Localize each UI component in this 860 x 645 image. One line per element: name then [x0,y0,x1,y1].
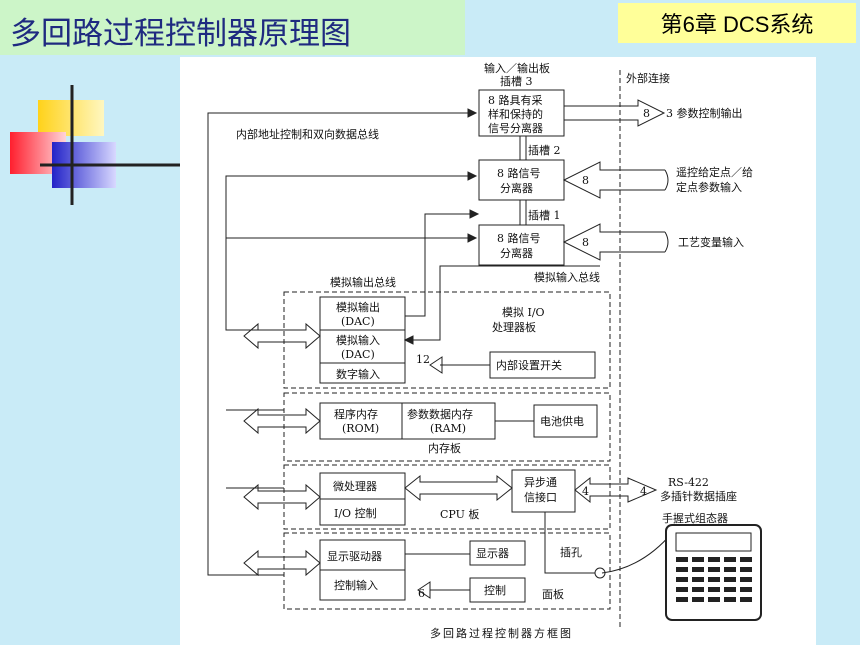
sig1-line1: 8 路信号 [497,232,541,245]
sample-hold-line1: 8 路具有采 [488,93,543,107]
rom-1: 程序内存 [334,407,378,421]
async-2: 信接口 [524,491,557,504]
handheld-configurator-icon [601,524,762,621]
display: 显示器 [476,547,509,560]
in-label-mid-2: 定点参数输入 [676,180,742,194]
rom-2: (ROM) [342,422,379,435]
signal-separator-1-box [478,224,565,266]
sample-hold-box [478,89,565,137]
output-arrow-top [564,99,666,127]
dac-out-2: (DAC) [341,315,375,328]
slot3-label: 插槽 3 [500,74,533,88]
io-control: I/O 控制 [334,506,377,520]
decorative-squares-icon [10,85,190,205]
out-label-top: 3 参数控制输出 [666,106,743,120]
dac-out-1: 模拟输出 [336,300,380,314]
display-driver: 显示驱动器 [327,550,382,563]
in-num-mid: 8 [582,174,589,187]
slot2-label: 插槽 2 [528,143,561,157]
in-num-low: 8 [582,236,589,249]
cpu-board-label: CPU 板 [440,507,479,521]
sig1-line2: 分离器 [500,246,533,260]
analog-out-bus-label: 模拟输出总线 [330,275,396,289]
internal-bus-label: 内部地址控制和双向数据总线 [236,127,379,141]
input-arrow-low [562,223,665,261]
out-num-top: 8 [643,107,650,120]
dac-in-2: (DAC) [341,348,375,361]
panel-label: 面板 [542,587,564,601]
digital-in: 数字输入 [336,367,380,381]
dac-in-1: 模拟输入 [336,333,380,347]
control: 控制 [484,583,506,597]
chapter-badge: 第6章 DCS系统 [618,3,856,43]
panel-board [283,532,611,610]
control-input: 控制输入 [334,578,378,592]
battery: 电池供电 [540,414,584,428]
io-board-1: 模拟 I/O [502,305,545,319]
sig2-line1: 8 路信号 [497,167,541,180]
mem-board-label: 内存板 [428,441,461,455]
microprocessor: 微处理器 [333,479,377,493]
slot3-header: 输入／输出板 [484,61,550,75]
input-arrow-mid [562,161,665,199]
analog-in-bus-label: 模拟输入总线 [534,270,600,284]
num-4a: 4 [582,485,589,498]
io-board-2: 处理器板 [492,320,536,334]
slot1-label: 插槽 1 [528,208,561,222]
async-1: 异步通 [524,476,557,489]
diagram-figure: 输入／输出板 插槽 3 插槽 2 插槽 1 外部连接 8 路具有采 样和保持的 … [180,57,816,645]
figure-caption: 多回路过程控制器方框图 [430,626,573,640]
rs422-desc: 多插针数据插座 [660,489,737,503]
cpu-board [283,464,611,530]
sig2-line2: 分离器 [500,181,533,195]
external-label: 外部连接 [626,71,670,85]
ram-2: (RAM) [430,422,466,435]
socket-label: 插孔 [560,545,582,559]
rs422-label: RS-422 [668,476,709,489]
analog-io-board [283,291,611,389]
num-12: 12 [416,353,430,366]
num-4b: 4 [640,485,647,498]
sample-hold-line2: 样和保持的 [488,107,543,121]
in-label-low: 工艺变量输入 [678,235,744,249]
slide-title: 多回路过程控制器原理图 [10,16,351,52]
ram-1: 参数数据内存 [407,407,473,421]
internal-switch: 内部设置开关 [496,358,562,372]
in-label-mid-1: 遥控给定点／给 [676,165,753,179]
handheld-label: 手握式组态器 [662,511,728,525]
title-band [0,0,465,55]
num-6: 6 [418,587,425,600]
sample-hold-line3: 信号分离器 [488,121,543,135]
